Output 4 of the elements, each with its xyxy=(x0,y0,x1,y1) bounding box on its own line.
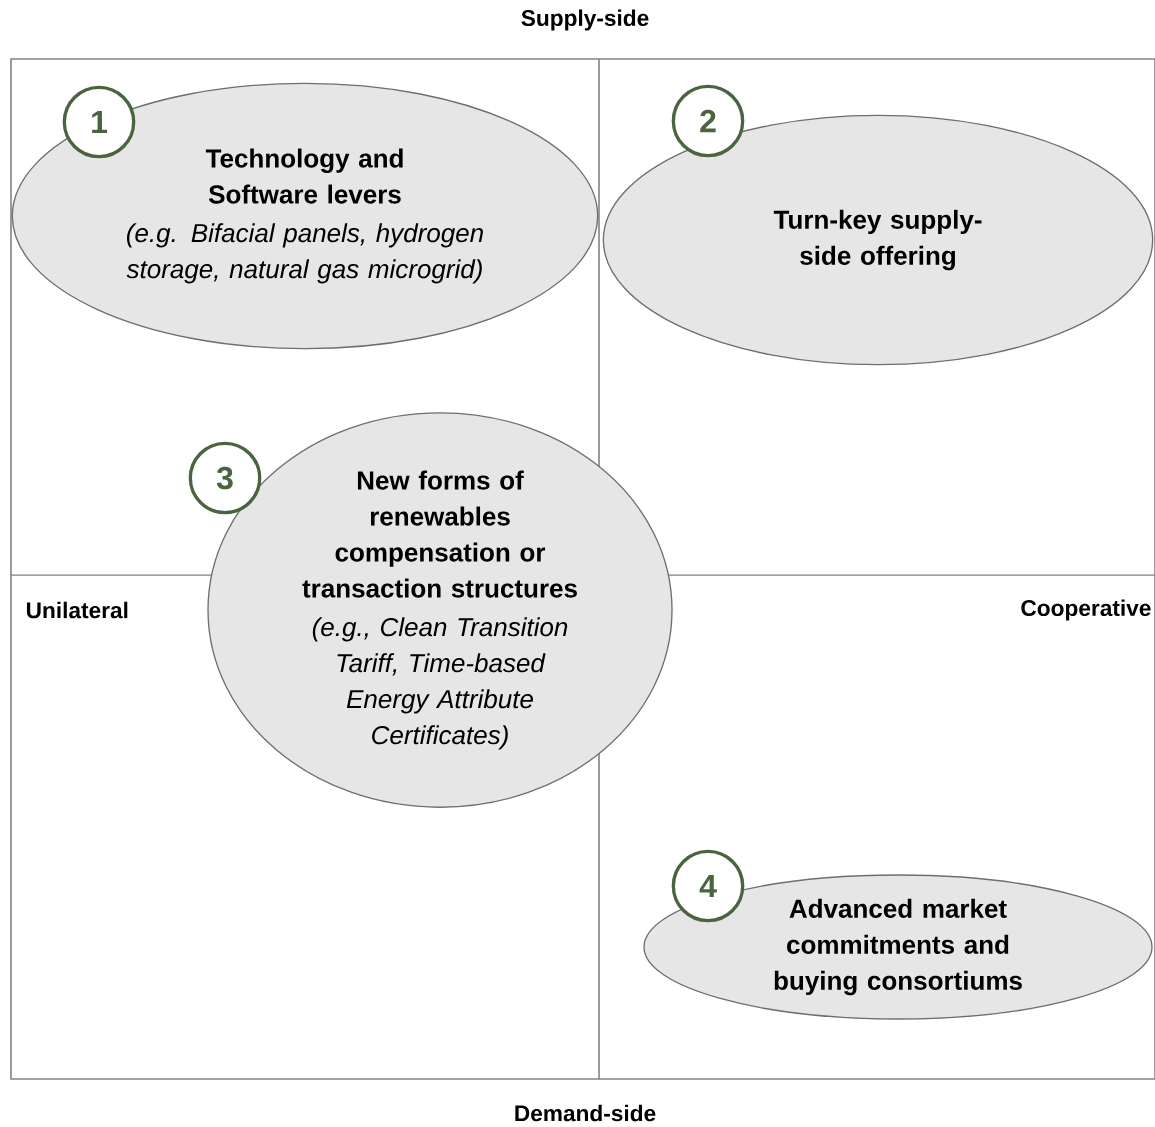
axis-label: Supply-side xyxy=(521,9,649,31)
axis-label: Cooperative xyxy=(1021,599,1151,621)
axis-label: Unilateral xyxy=(26,601,128,619)
axis-label: Demand-side xyxy=(515,1104,656,1122)
